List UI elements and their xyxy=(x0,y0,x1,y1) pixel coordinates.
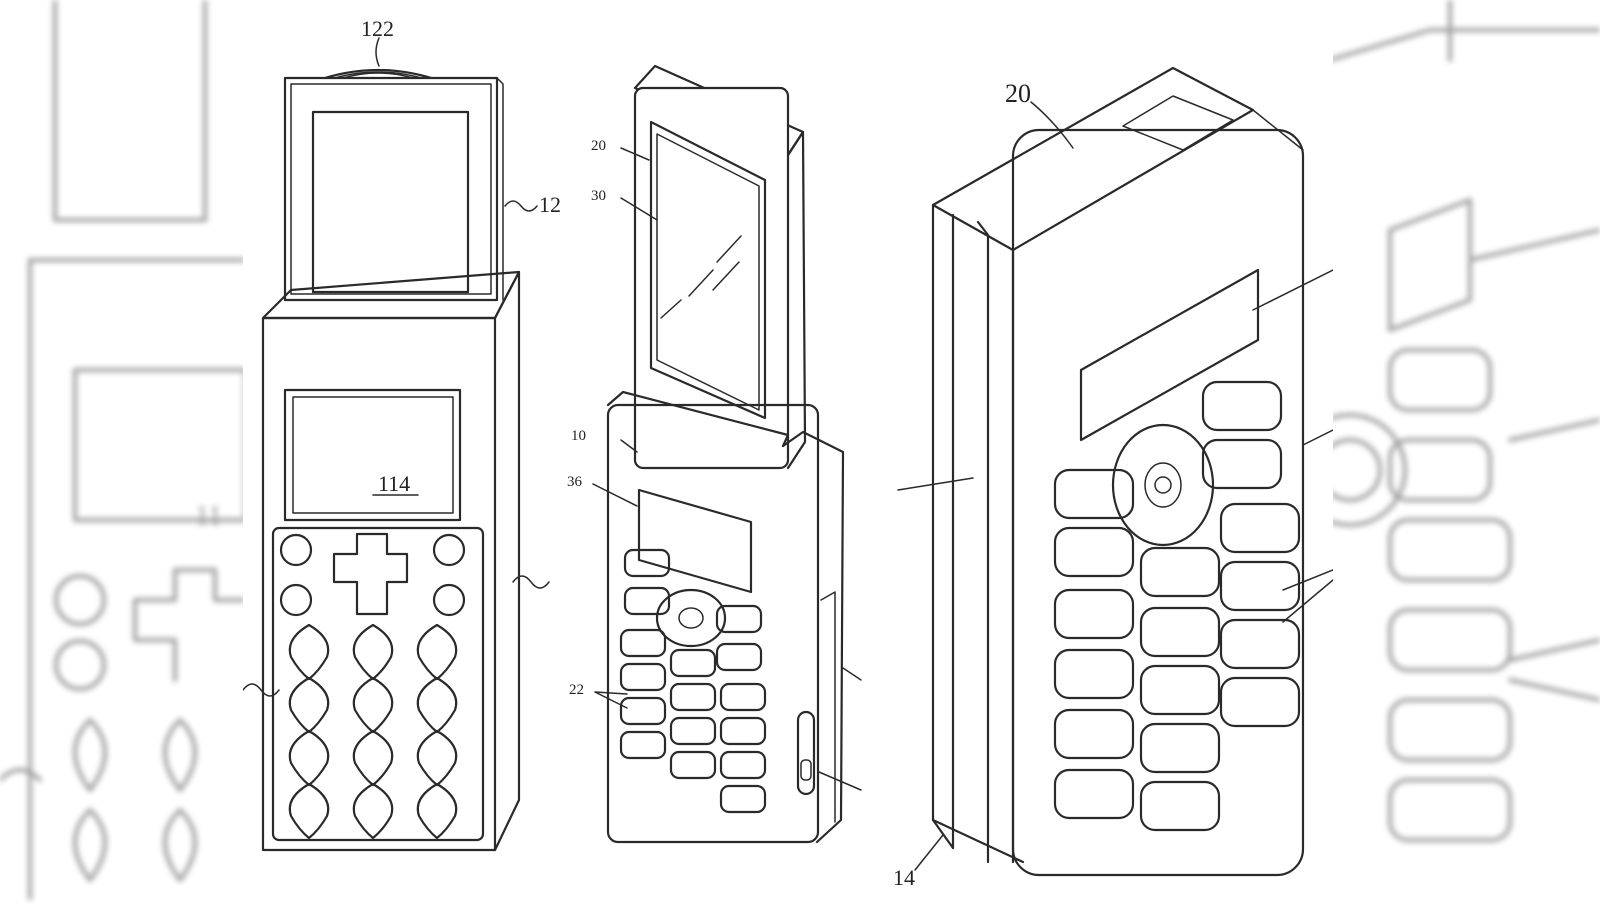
right-phone-front xyxy=(1011,128,1305,877)
left-main-display xyxy=(311,110,470,294)
middle-keys xyxy=(619,548,767,814)
left-phone-body xyxy=(261,316,497,852)
label-bottom-14: 14 xyxy=(893,865,915,890)
middle-phone-drawing: 20 30 10 36 22 xyxy=(567,64,862,844)
right-phone-drawing: 20 14 xyxy=(893,66,1334,890)
label-sub-display-36: 36 xyxy=(567,474,583,490)
right-top-face xyxy=(931,66,1255,252)
middle-phone-body xyxy=(606,403,820,844)
middle-flip-screen xyxy=(633,86,790,470)
left-keypad xyxy=(271,526,485,842)
left-dpad xyxy=(332,532,409,616)
middle-screen-display xyxy=(649,120,767,420)
label-keys-22: 22 xyxy=(569,682,584,698)
label-screen-12: 12 xyxy=(539,192,561,217)
left-phone-drawing: 122 12 114 xyxy=(242,16,561,852)
label-screen-30: 30 xyxy=(591,188,606,204)
label-top-body-20: 20 xyxy=(591,138,606,154)
middle-sub-display xyxy=(637,488,753,594)
label-display-114: 114 xyxy=(378,471,410,496)
left-sub-display xyxy=(283,388,462,522)
label-speaker-122: 122 xyxy=(361,16,394,41)
right-screen xyxy=(1079,268,1260,442)
left-slide-screen xyxy=(283,76,499,302)
middle-side-slider xyxy=(796,710,816,796)
label-base-body-10: 10 xyxy=(571,428,586,444)
label-top-body-20-right: 20 xyxy=(1005,79,1031,108)
right-keys xyxy=(1053,380,1301,832)
middle-nav-wheel xyxy=(655,588,727,648)
patent-drawing-panel: 122 12 114 xyxy=(242,0,1334,900)
right-nav-wheel xyxy=(1111,423,1215,547)
blurred-background-right xyxy=(1330,0,1600,900)
blurred-background-left: 11 xyxy=(0,0,245,900)
left-number-keys xyxy=(288,623,458,840)
background-fragment-text: 11 xyxy=(195,501,222,532)
